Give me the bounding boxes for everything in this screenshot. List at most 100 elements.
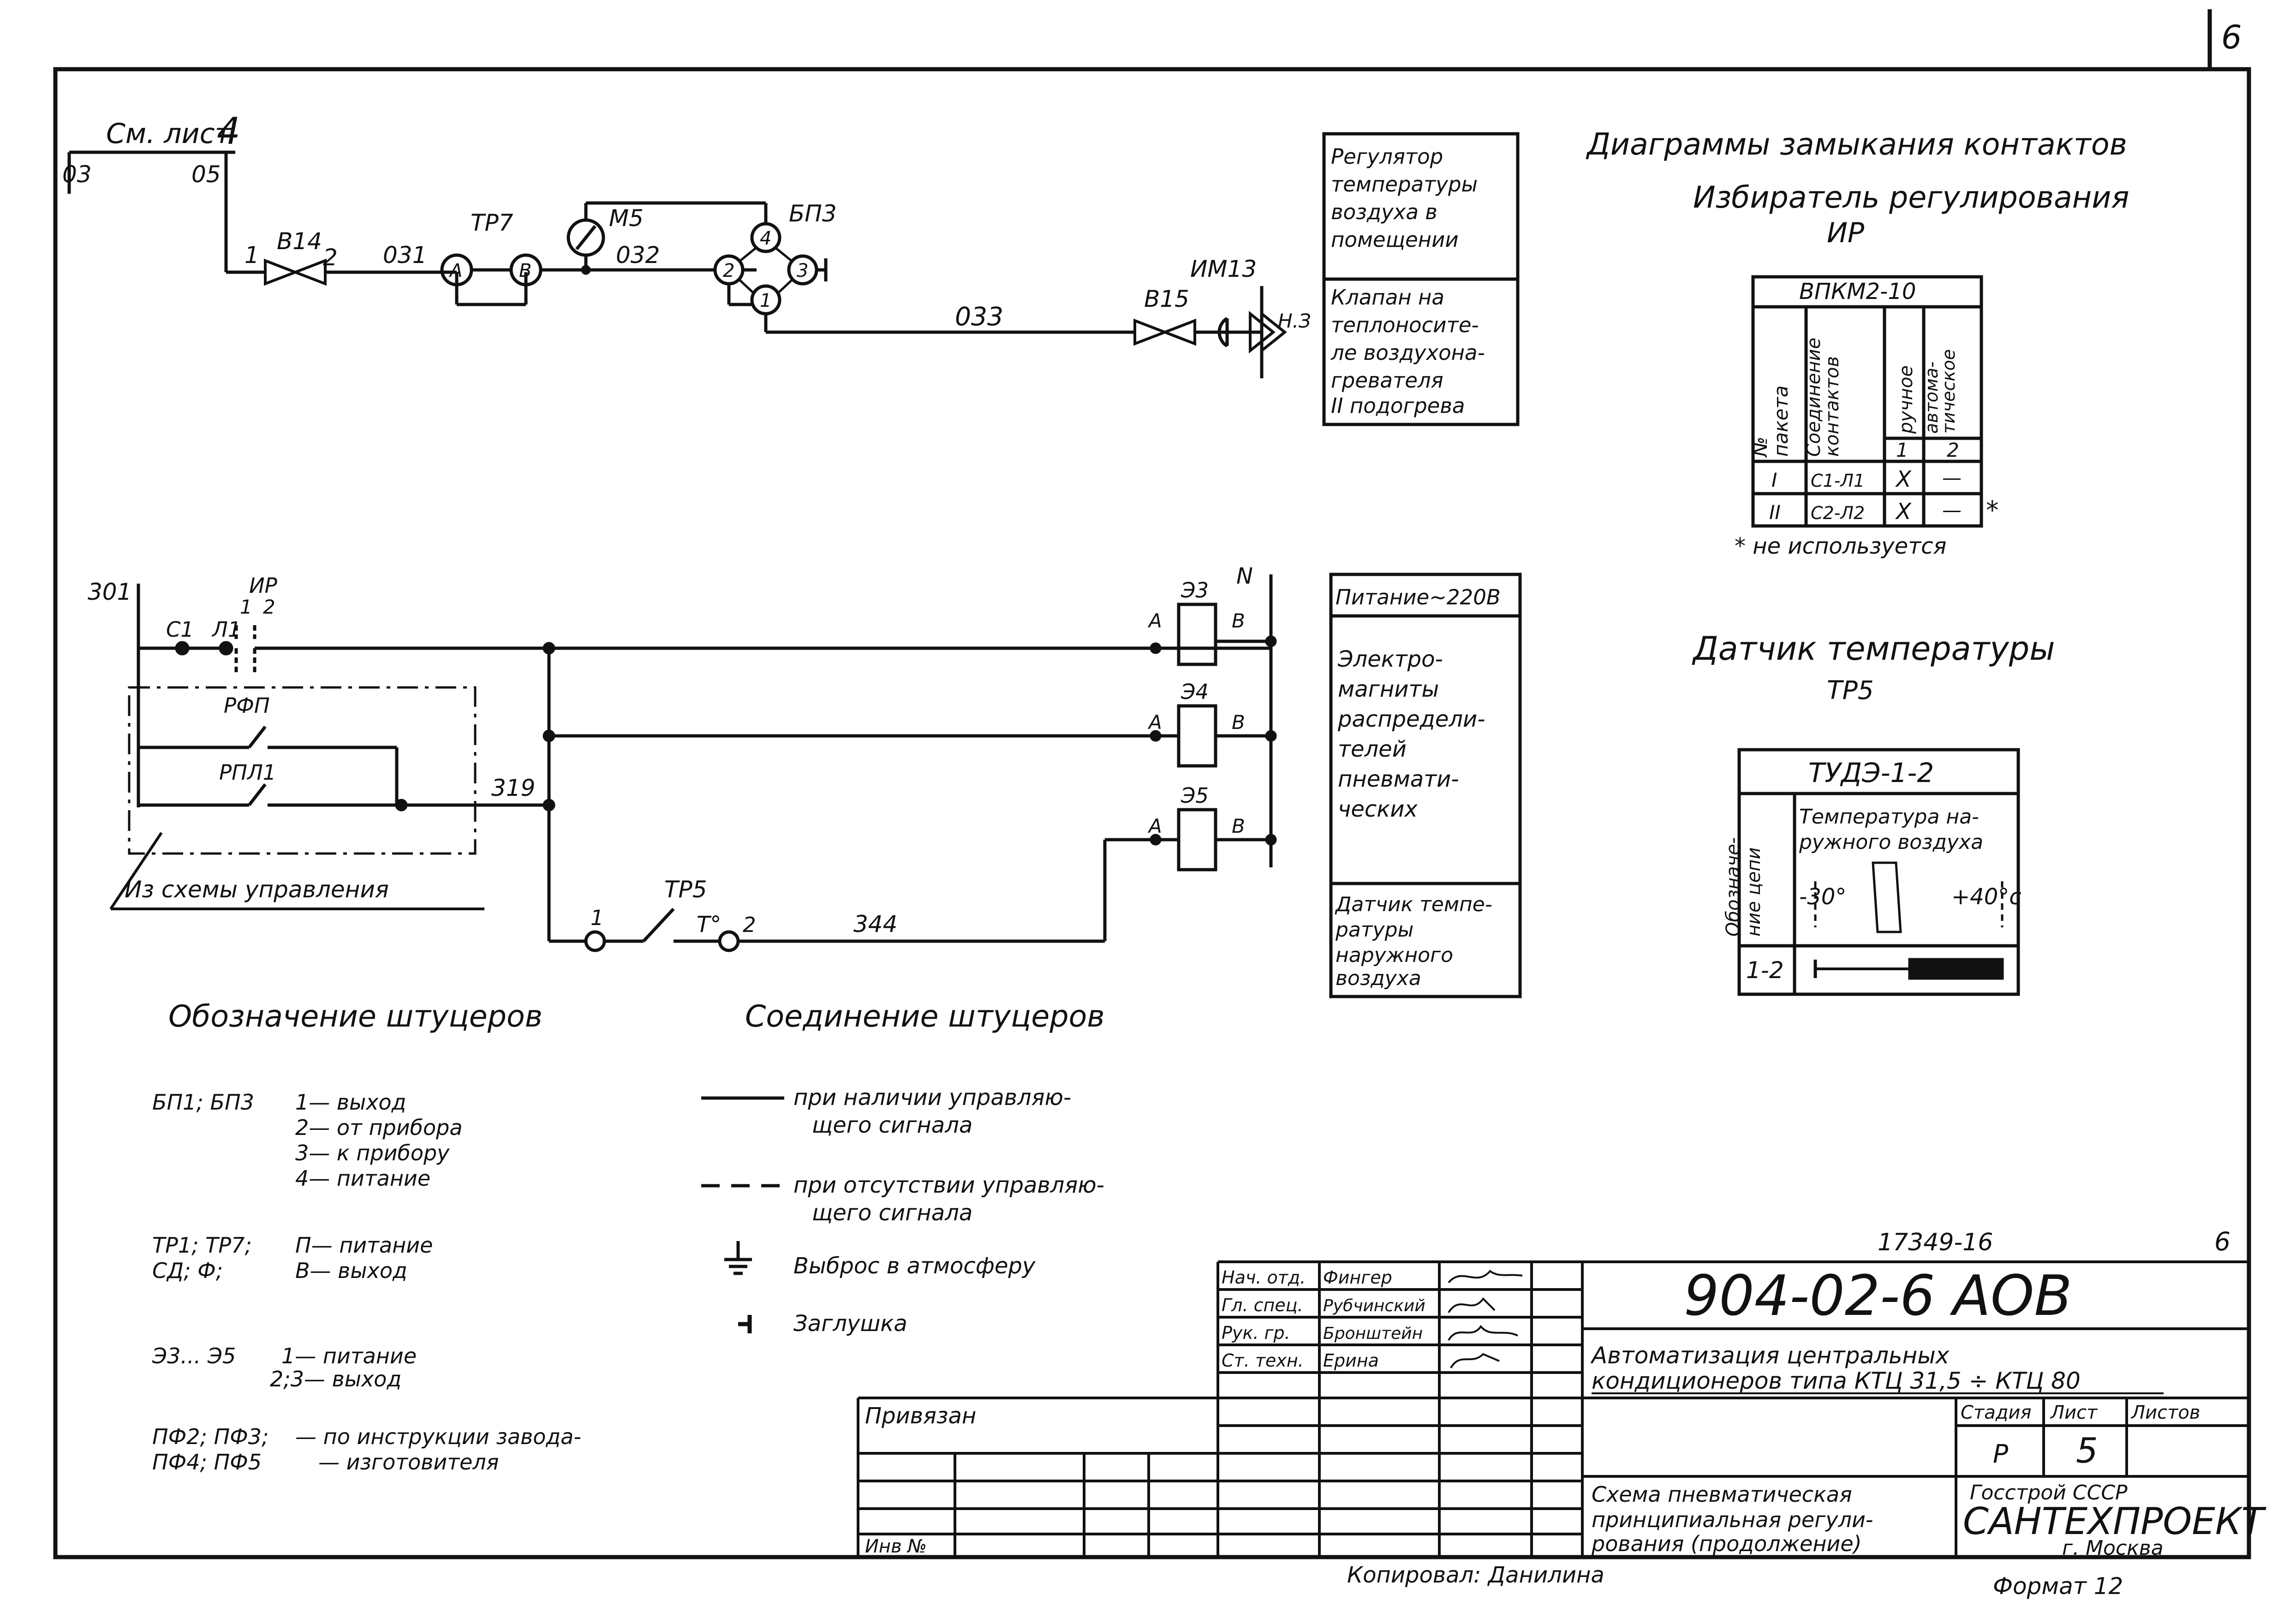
fittings-g4-label-line0: ПФ2; ПФ3; xyxy=(152,1424,269,1449)
row1-conn: С1-Л1 xyxy=(1811,471,1865,491)
tr5-temp-symbol: Т° xyxy=(697,912,721,937)
fittings-g2-label-line0: ТР1; ТР7; xyxy=(152,1233,252,1258)
row2-note: * xyxy=(1986,496,1999,525)
staff-role-3: Ст. техн. xyxy=(1222,1350,1304,1371)
tr7-b-label: В xyxy=(519,260,531,281)
ir-pos-2: 2 xyxy=(263,596,275,618)
bp3-port-1: 1 xyxy=(760,290,771,311)
title-block: 17349-16 6 xyxy=(857,1227,2267,1560)
legend-top-r2-line0: Клапан на xyxy=(1331,285,1444,310)
tr5-terminal-2: 2 xyxy=(743,913,756,937)
contact-diagrams: Диаграммы замыкания контактов Избиратель… xyxy=(1586,127,2129,996)
legend-top-r1-line2: воздуха в xyxy=(1331,200,1437,224)
coil-e3: Э3 А В xyxy=(1147,578,1271,666)
coil-e5-b: В xyxy=(1232,815,1245,837)
drawing-frame: 6 xyxy=(53,9,2251,1559)
fittings-g2-line1: В— выход xyxy=(295,1258,407,1283)
tr7-label: ТР7 xyxy=(471,209,513,236)
coil-e4: Э4 А В xyxy=(1147,680,1245,768)
sensor-row-label: 1-2 xyxy=(1746,957,1784,984)
exhaust-label: Выброс в атмосферу xyxy=(793,1253,1036,1279)
ir-pos-1: 1 xyxy=(240,596,252,618)
col-temp-line1: ружного воздуха xyxy=(1799,830,1983,854)
row2-manual: X xyxy=(1895,499,1912,525)
fittings-g1-line1: 2— от прибора xyxy=(295,1115,463,1140)
connections-title: Соединение штуцеров xyxy=(745,999,1105,1034)
fittings-g4-label-line1: ПФ4; ПФ5 xyxy=(152,1450,262,1475)
sheets-header: Листов xyxy=(2130,1402,2200,1423)
fittings-g3-line1: 2;3— выход xyxy=(270,1367,401,1391)
valve-v15-label: В15 xyxy=(1144,286,1189,312)
bound-label: Привязан xyxy=(865,1403,976,1429)
normally-closed-label: Н.З xyxy=(1278,310,1311,332)
position-1: 1 xyxy=(1896,439,1908,461)
legend-bottom-r2-line4: пневмати- xyxy=(1338,766,1459,792)
pneumatic-scheme: См. лист 4 03 05 1 В14 2 031 ТР7 А В xyxy=(62,110,1311,378)
legend-bottom-r3-line0: Датчик темпе- xyxy=(1335,893,1492,916)
c1-label: С1 xyxy=(166,617,194,642)
row2-pkg: II xyxy=(1769,501,1781,524)
staff-name-1: Рубчинский xyxy=(1323,1296,1425,1315)
fittings-g1-line3: 4— питание xyxy=(295,1166,430,1191)
temp-min: -30° xyxy=(1799,884,1846,910)
stage-value: Р xyxy=(1993,1439,2009,1469)
node-1-label: 1 xyxy=(244,242,259,269)
drawing-title-2: принципиальная регули- xyxy=(1592,1507,1873,1532)
fittings-g1-label: БП1; БП3 xyxy=(152,1090,254,1115)
org-line-2: САНТЕХПРОЕКТ xyxy=(1963,1500,2267,1543)
bp3-port-2: 2 xyxy=(723,260,734,281)
line-319-label: 319 xyxy=(491,775,535,801)
sheet-header: Лист xyxy=(2050,1402,2098,1423)
col-conn-line1: контактов xyxy=(1822,356,1843,457)
project-title-1: Автоматизация центральных xyxy=(1590,1342,1950,1369)
im13-label: ИМ13 xyxy=(1190,256,1257,282)
contact-diagrams-title: Диаграммы замыкания контактов xyxy=(1586,127,2127,162)
position-2: 2 xyxy=(1947,439,1959,461)
staff-name-2: Бронштейн xyxy=(1323,1324,1423,1343)
see-sheet-label: См. лист xyxy=(106,118,232,150)
coil-e5: Э5 А В xyxy=(1147,783,1245,872)
legend-top-r1-line1: температуры xyxy=(1331,172,1478,197)
col-pkg-line0: № xyxy=(1749,436,1771,458)
org-line-1: Госстрой СССР xyxy=(1970,1481,2128,1505)
bp3-label: БП3 xyxy=(789,200,837,227)
fittings-g4-line1: — изготовителя xyxy=(318,1450,499,1475)
bp3-port-3: 3 xyxy=(797,260,808,281)
inventory-label: Инв № xyxy=(865,1536,927,1557)
legend-bottom-r2-line5: ческих xyxy=(1338,796,1418,822)
row1-auto: — xyxy=(1942,466,1962,489)
coil-e4-label: Э4 xyxy=(1181,680,1209,704)
line-031-label: 031 xyxy=(383,242,427,269)
manometer-m5: М5 xyxy=(567,205,644,275)
valve-v15 xyxy=(1133,318,1196,346)
sheet-format: Формат 12 xyxy=(1993,1573,2123,1600)
temp-max: +40°с xyxy=(1951,884,2022,910)
rpl1-label: РПЛ1 xyxy=(219,760,276,785)
legend-top-r2-line4: II подогрева xyxy=(1331,394,1465,418)
tr5-terminal-1: 1 xyxy=(590,906,604,930)
legend-bottom-r2-line3: телей xyxy=(1338,736,1407,762)
sheet-corner: 6 xyxy=(2214,1227,2230,1256)
tr5-label: ТР5 xyxy=(664,876,707,903)
org-line-3: г. Москва xyxy=(2062,1536,2164,1560)
sensor-sub: ТР5 xyxy=(1827,675,1874,705)
see-sheet-ref: 4 xyxy=(217,110,240,153)
row2-auto: — xyxy=(1942,499,1962,521)
staff-role-1: Гл. спец. xyxy=(1222,1295,1303,1315)
selector-table: ВПКМ2-10 № пакета Соединение контактов р… xyxy=(1749,275,1999,528)
coil-e3-label: Э3 xyxy=(1181,578,1209,603)
coil-e4-a: А xyxy=(1147,711,1162,734)
staff-name-3: Ерина xyxy=(1323,1350,1379,1371)
line-033-label: 033 xyxy=(955,302,1003,331)
fittings-title: Обозначение штуцеров xyxy=(168,999,543,1034)
legend-bottom-r2-line1: магниты xyxy=(1338,676,1439,702)
coil-e5-label: Э5 xyxy=(1181,783,1209,808)
selector-table-title: ВПКМ2-10 xyxy=(1799,279,1916,304)
sensor-tr7: ТР7 А В xyxy=(440,209,543,306)
drawing-title-1: Схема пневматическая xyxy=(1592,1482,1852,1507)
tr7-a-label: А xyxy=(448,260,462,281)
legend-bottom-r3-line1: ратуры xyxy=(1335,918,1413,942)
bp3-port-4: 4 xyxy=(760,228,771,249)
legend-top-r1-line0: Регулятор xyxy=(1331,144,1443,169)
coil-e3-a: А xyxy=(1147,609,1162,632)
